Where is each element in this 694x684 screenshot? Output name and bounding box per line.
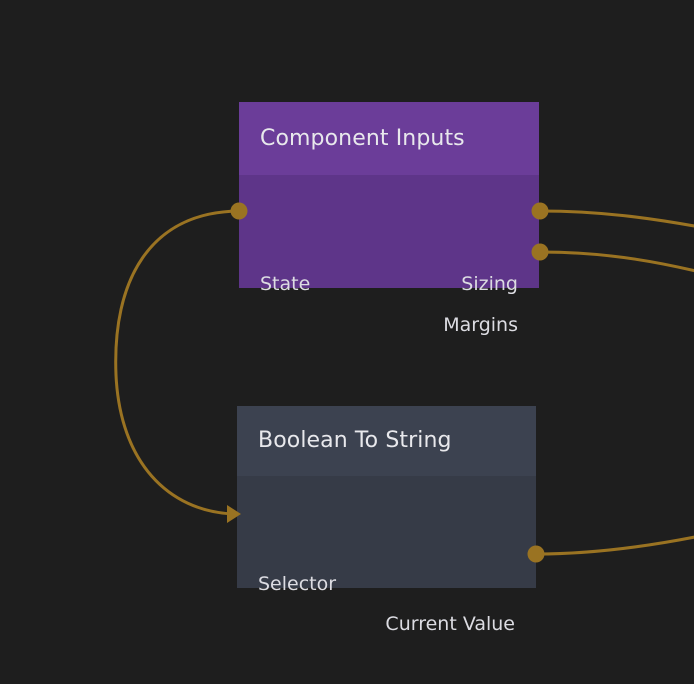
edge-current-value-out[interactable] (534, 535, 694, 556)
port-arrow-selector[interactable] (227, 505, 241, 523)
edge-sizing-out[interactable] (538, 209, 694, 228)
port-row-selector[interactable]: Selector (237, 571, 536, 597)
port-dot-margins[interactable] (531, 243, 549, 261)
port-label-state: State (260, 272, 311, 295)
port-dot-state[interactable] (230, 202, 248, 220)
port-row-sizing[interactable]: Sizing (239, 271, 539, 297)
edge-state-to-selector[interactable] (114, 209, 241, 516)
node-boolean-to-string[interactable]: Boolean To String Selector Current Value (237, 406, 536, 633)
node-component-inputs[interactable]: Component Inputs State Sizing Margins (239, 102, 539, 334)
port-label-margins: Margins (443, 313, 518, 336)
node-title: Boolean To String (258, 428, 452, 453)
node-title: Component Inputs (260, 125, 465, 151)
port-dot-sizing[interactable] (531, 202, 549, 220)
edge-margins-out[interactable] (538, 250, 694, 273)
node-body-component-inputs: State Sizing Margins (239, 175, 539, 334)
port-row-current-value[interactable]: Current Value (237, 611, 536, 637)
port-dot-current-value[interactable] (527, 545, 545, 563)
port-row-state[interactable]: State (239, 271, 539, 297)
node-header-boolean-to-string[interactable]: Boolean To String (237, 406, 536, 476)
port-label-sizing: Sizing (461, 272, 518, 295)
port-row-margins[interactable]: Margins (239, 312, 539, 338)
port-label-current-value: Current Value (385, 612, 515, 635)
node-header-component-inputs[interactable]: Component Inputs (239, 102, 539, 175)
port-label-selector: Selector (258, 572, 337, 595)
node-body-boolean-to-string: Selector Current Value (237, 476, 536, 633)
